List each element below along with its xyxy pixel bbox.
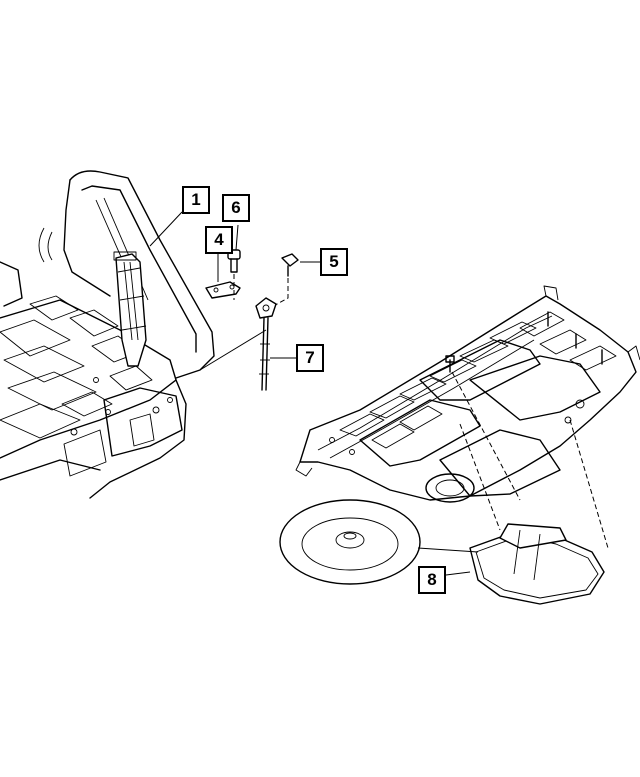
callout-6[interactable]: 6 — [222, 194, 250, 222]
callout-8[interactable]: 8 — [418, 566, 446, 594]
jack-bracket-part — [205, 281, 241, 299]
screw-part — [269, 253, 299, 309]
spare-tire-retainer-bolt — [255, 297, 277, 391]
spare-tire-carrier — [469, 523, 605, 605]
rear-quarter-body-assembly — [0, 170, 215, 499]
leader-lines — [149, 211, 609, 579]
spare-tire — [279, 499, 421, 585]
jack-assembly — [113, 251, 147, 367]
callout-4[interactable]: 4 — [205, 226, 233, 254]
callout-5[interactable]: 5 — [320, 248, 348, 276]
callout-7[interactable]: 7 — [296, 344, 324, 372]
underbody-floor-pan — [295, 285, 640, 503]
callout-1[interactable]: 1 — [182, 186, 210, 214]
